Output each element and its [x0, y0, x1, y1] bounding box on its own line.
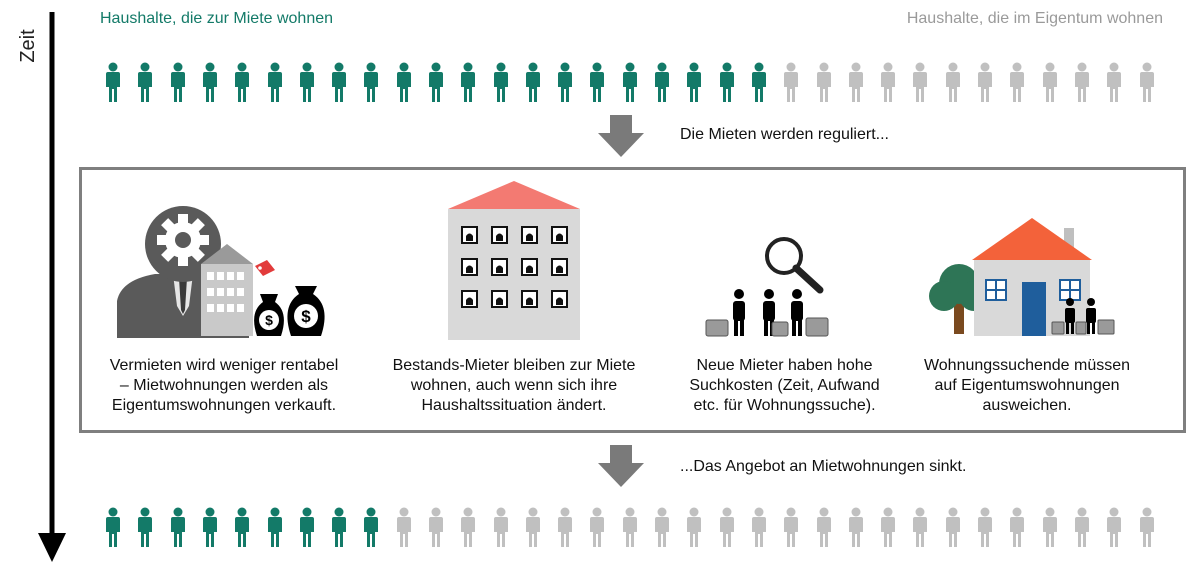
- households-before-row: [103, 62, 1163, 102]
- owner-household-icon: [1010, 507, 1024, 547]
- owner-household-icon: [397, 507, 411, 547]
- owner-household-icon: [1043, 507, 1057, 547]
- renter-household-icon: [752, 62, 766, 102]
- owner-household-icon: [784, 507, 798, 547]
- renter-household-icon: [687, 62, 701, 102]
- owner-household-icon: [978, 62, 992, 102]
- owner-household-icon: [817, 62, 831, 102]
- effect-caption-tenants-stay: Bestands-Mieter bleiben zur Miete wohnen…: [369, 356, 659, 416]
- renter-household-icon: [171, 507, 185, 547]
- owner-household-icon: [881, 507, 895, 547]
- renter-household-icon: [461, 62, 475, 102]
- renter-household-icon: [364, 507, 378, 547]
- owner-household-icon: [558, 507, 572, 547]
- caption-line: – Mietwohnungen werden als: [119, 377, 329, 394]
- renter-household-icon: [138, 507, 152, 547]
- owner-household-icon: [1010, 62, 1024, 102]
- owner-household-icon: [913, 62, 927, 102]
- down-arrow-icon: [598, 445, 644, 487]
- axis-label: Zeit: [17, 29, 39, 63]
- owner-household-icon: [655, 507, 669, 547]
- renter-household-icon: [171, 62, 185, 102]
- owner-household-icon: [429, 507, 443, 547]
- down-arrow-icon: [598, 115, 644, 157]
- renter-household-icon: [300, 507, 314, 547]
- renter-household-icon: [300, 62, 314, 102]
- caption-line: wohnen, auch wenn sich ihre: [410, 377, 618, 394]
- owner-household-icon: [849, 62, 863, 102]
- owner-household-icon: [720, 507, 734, 547]
- owner-household-icon: [526, 507, 540, 547]
- renter-household-icon: [397, 62, 411, 102]
- owner-household-icon: [1075, 62, 1089, 102]
- caption-line: Haushaltssituation ändert.: [421, 397, 607, 414]
- searching-tenants-icon: [705, 237, 829, 337]
- caption-line: ausweichen.: [982, 397, 1072, 414]
- effect-caption-search-costs: Neue Mieter haben hohe Suchkosten (Zeit,…: [667, 356, 902, 416]
- renter-household-icon: [235, 62, 249, 102]
- renter-household-icon: [429, 62, 443, 102]
- renter-household-icon: [138, 62, 152, 102]
- owner-household-icon: [1140, 62, 1154, 102]
- svg-text:$: $: [301, 307, 311, 326]
- renter-household-icon: [364, 62, 378, 102]
- renter-household-icon: [203, 507, 217, 547]
- owner-household-icon: [687, 507, 701, 547]
- renter-household-icon: [106, 507, 120, 547]
- owner-household-icon: [461, 507, 475, 547]
- owner-household-icon: [817, 507, 831, 547]
- owner-household-icon: [849, 507, 863, 547]
- owner-household-icon: [1107, 507, 1121, 547]
- caption-line: auf Eigentumswohnungen: [934, 377, 1120, 394]
- caption-line: Eigentumswohnungen verkauft.: [111, 397, 337, 414]
- renter-household-icon: [590, 62, 604, 102]
- households-after-row: [103, 507, 1163, 547]
- caption-line: Suchkosten (Zeit, Aufwand: [689, 377, 880, 394]
- renter-household-icon: [558, 62, 572, 102]
- owner-household-icon: [784, 62, 798, 102]
- renter-household-icon: [623, 62, 637, 102]
- renter-household-icon: [203, 62, 217, 102]
- caption-line: Wohnungssuchende müssen: [923, 357, 1131, 374]
- time-axis-arrow: [38, 12, 66, 562]
- effect-caption-buy-instead: Wohnungssuchende müssen auf Eigentumswoh…: [897, 356, 1157, 416]
- renter-household-icon: [526, 62, 540, 102]
- owner-household-icon: [590, 507, 604, 547]
- owner-household-icon: [913, 507, 927, 547]
- owner-household-icon: [1075, 507, 1089, 547]
- renter-household-icon: [235, 507, 249, 547]
- renter-household-icon: [106, 62, 120, 102]
- owner-household-icon: [1140, 507, 1154, 547]
- house-owners-icon: [929, 218, 1115, 336]
- renter-household-icon: [720, 62, 734, 102]
- renter-household-icon: [332, 507, 346, 547]
- legend-rent-label: Haushalte, die zur Miete wohnen: [100, 10, 334, 27]
- caption-line: Bestands-Mieter bleiben zur Miete: [392, 357, 636, 374]
- renter-household-icon: [268, 507, 282, 547]
- owner-household-icon: [752, 507, 766, 547]
- caption-line: etc. für Wohnungssuche).: [693, 397, 876, 414]
- renter-household-icon: [494, 62, 508, 102]
- renter-household-icon: [332, 62, 346, 102]
- effect-caption-selling: Vermieten wird weniger rentabel – Mietwo…: [84, 356, 364, 416]
- owner-household-icon: [946, 507, 960, 547]
- owner-household-icon: [1043, 62, 1057, 102]
- owner-household-icon: [623, 507, 637, 547]
- step-rent-regulation: Die Mieten werden reguliert...: [680, 126, 889, 143]
- owner-household-icon: [1107, 62, 1121, 102]
- landlord-selling-icon: $ $: [117, 206, 325, 338]
- owner-household-icon: [881, 62, 895, 102]
- step-supply-declines: ...Das Angebot an Mietwohnungen sinkt.: [680, 458, 967, 475]
- owner-household-icon: [946, 62, 960, 102]
- caption-line: Neue Mieter haben hohe: [696, 357, 873, 374]
- owner-household-icon: [978, 507, 992, 547]
- svg-text:$: $: [265, 312, 273, 328]
- caption-line: Vermieten wird weniger rentabel: [109, 357, 339, 374]
- renter-household-icon: [655, 62, 669, 102]
- legend-own-label: Haushalte, die im Eigentum wohnen: [906, 10, 1163, 27]
- effects-box: [79, 167, 1186, 433]
- apartment-building-icon: [448, 181, 580, 340]
- renter-household-icon: [268, 62, 282, 102]
- owner-household-icon: [494, 507, 508, 547]
